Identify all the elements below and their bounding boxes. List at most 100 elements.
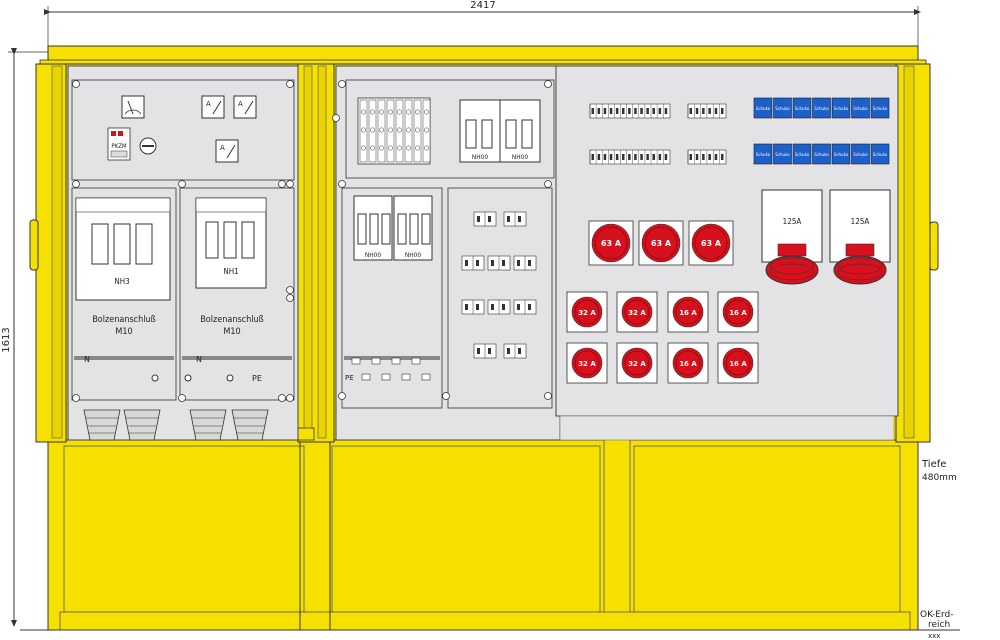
miniature-breaker (513, 255, 537, 271)
nh00-label-d: NH00 (405, 251, 421, 259)
schuko-socket: Schuko (792, 143, 812, 165)
cee-sockets-row-1: 32 A 32 A 16 A 16 A (566, 291, 759, 333)
left-door-handle (29, 219, 39, 271)
schuko-label: Schuko (834, 152, 849, 157)
schuko-socket: Schuko (831, 143, 851, 165)
ground-label-1: OK-Erd- (920, 610, 953, 620)
nh00-label-a: NH00 (472, 153, 488, 161)
nh00-label-c: NH00 (365, 251, 381, 259)
nh00-switch-d: NH00 (393, 195, 433, 261)
schuko-socket: Schuko (792, 97, 812, 119)
schuko-label: Schuko (853, 106, 868, 111)
miniature-breakers (461, 211, 537, 359)
schuko-label: Schuko (775, 152, 790, 157)
n-label-right: N (196, 355, 202, 364)
svg-text:A: A (220, 144, 225, 152)
cee-socket-63a: 63 A (638, 220, 684, 266)
cee-socket-row1: 32 A (616, 291, 658, 333)
motor-protection-switch: PKZM (107, 127, 131, 161)
schuko-label: Schuko (873, 152, 888, 157)
door-frames (29, 63, 939, 443)
socket-rating-label: 63 A (601, 239, 622, 248)
cee-socket-row2: 32 A (566, 342, 608, 384)
socket-rating-label: 16 A (679, 309, 697, 317)
bolt-right-label-1: Bolzenanschluß (200, 315, 264, 325)
nh00-switch-c: NH00 (353, 195, 393, 261)
bolt-left-label-1: Bolzenanschluß (92, 315, 156, 325)
miniature-breaker (513, 299, 537, 315)
height-dimension: 1613 (1, 48, 48, 627)
schuko-socket: Schuko (812, 97, 831, 119)
right-door-handle (929, 221, 939, 271)
fuse-strip-group (357, 97, 431, 165)
cee-socket-125a-2: 125A (829, 189, 891, 285)
ammeter-3: A (215, 139, 239, 163)
cee-socket-63a: 63 A (588, 220, 634, 266)
schuko-label: Schuko (756, 106, 771, 111)
schuko-socket: Schuko (773, 143, 792, 165)
schuko-socket: Schuko (753, 97, 773, 119)
left-section: A A A PKZM (67, 65, 299, 441)
ammeter-1: A (201, 95, 225, 119)
schuko-socket: Schuko (753, 143, 773, 165)
schuko-socket: Schuko (773, 97, 792, 119)
cee-socket-row1: 16 A (667, 291, 709, 333)
socket-rating-label: 16 A (729, 360, 747, 368)
socket-rating-label: 32 A (578, 309, 596, 317)
rcd-breaker-rows (589, 103, 727, 165)
socket-rating-label: 16 A (679, 360, 697, 368)
cee-socket-row2: 16 A (667, 342, 709, 384)
nh00-switch-b: NH00 (499, 99, 541, 163)
breaker-row-wide (589, 103, 671, 119)
width-label: 2417 (470, 0, 495, 11)
schuko-label: Schuko (756, 152, 771, 157)
schuko-label: Schuko (795, 152, 810, 157)
n-label-left: N (84, 355, 90, 364)
cee-sockets-63a: 63 A 63 A 63 A (588, 220, 734, 266)
miniature-breaker (487, 255, 511, 271)
middle-section: NH00 NH00 NH00 NH00 PE (332, 65, 561, 441)
miniature-breaker (503, 343, 527, 359)
ground-hatch: xxx (928, 632, 940, 640)
schuko-socket: Schuko (851, 97, 870, 119)
schuko-socket: Schuko (831, 97, 851, 119)
schuko-socket: Schuko (812, 143, 831, 165)
cee-sockets-row-2: 32 A 32 A 16 A 16 A (566, 342, 759, 384)
breaker-row-wide (589, 149, 671, 165)
fuse-nh3: NH3 (75, 197, 171, 301)
cable-glands-left (83, 409, 269, 441)
schuko-label: Schuko (834, 106, 849, 111)
bolt-left-label-2: M10 (115, 327, 132, 337)
socket-rating-label: 16 A (729, 309, 747, 317)
schuko-socket: Schuko (851, 143, 870, 165)
ammeter-2: A (233, 95, 257, 119)
breaker-row-narrow (687, 103, 727, 119)
cee-socket-row2: 32 A (616, 342, 658, 384)
miniature-breaker (461, 255, 485, 271)
socket-rating-label: 32 A (578, 360, 596, 368)
cee-socket-row1: 32 A (566, 291, 608, 333)
miniature-breaker (473, 211, 497, 227)
socket-rating-label: 63 A (701, 239, 722, 248)
ammeter-left (121, 95, 145, 119)
miniature-breaker (487, 299, 511, 315)
nh00-switch-a: NH00 (459, 99, 501, 163)
schuko-label: Schuko (775, 106, 790, 111)
nh1-label: NH1 (223, 267, 238, 276)
socket-rating-label: 63 A (651, 239, 672, 248)
cee-socket-125a-1: 125A (761, 189, 823, 285)
bolt-right-label-2: M10 (223, 327, 240, 337)
svg-text:A: A (206, 100, 211, 108)
schuko-socket: Schuko (870, 97, 890, 119)
schuko-label: Schuko (873, 106, 888, 111)
schuko-label: Schuko (795, 106, 810, 111)
schuko-label: Schuko (814, 152, 829, 157)
nh3-label: NH3 (114, 277, 129, 286)
miniature-breaker (473, 343, 497, 359)
cee-socket-row2: 16 A (717, 342, 759, 384)
schuko-label: Schuko (814, 106, 829, 111)
nh00-label-b: NH00 (512, 153, 528, 161)
